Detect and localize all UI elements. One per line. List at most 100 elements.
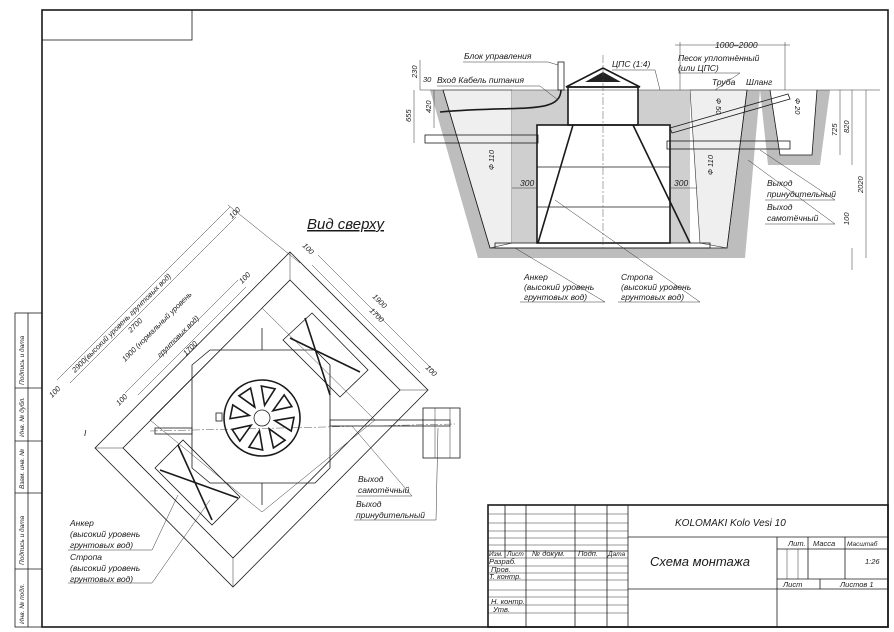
sheets-label: Листов 1	[839, 580, 874, 589]
role-label: Разраб.	[489, 557, 516, 566]
tank-body	[536, 124, 671, 244]
label-strap: (высокий уровень	[70, 563, 140, 573]
role-label: Т. контр.	[489, 572, 521, 581]
control-unit	[557, 61, 565, 91]
strap-right	[632, 124, 691, 244]
side-label: Инв. № дубл.	[18, 397, 26, 437]
side-label: Подпись и дата	[18, 335, 26, 385]
anchor-box-bottom	[154, 439, 241, 526]
col-header: Лист	[506, 551, 524, 558]
lid-rib	[247, 428, 264, 452]
col-header: Дата	[607, 551, 626, 558]
dim: 230	[410, 65, 419, 79]
label-anchor: Анкер	[523, 272, 548, 282]
label-control-unit: Блок управления	[464, 51, 532, 61]
label-strap: грунтовых вод)	[70, 574, 133, 584]
label-sand: Песок уплотнённый	[678, 53, 760, 63]
title-block: KOLOMAKI Kolo Vesi 10 Схема монтажа Изм.…	[487, 504, 889, 628]
label-sand: (или ЦПС)	[678, 63, 719, 73]
scale-label: Масштаб	[847, 540, 878, 548]
sheet-label: Лист	[782, 580, 802, 589]
outlet-pipe-top	[329, 419, 451, 427]
product-name: KOLOMAKI Kolo Vesi 10	[675, 518, 786, 529]
dim: 100	[424, 363, 440, 379]
top-view: Вид сверху I 2900(высокий уровень гру	[47, 205, 461, 588]
drawing-name: Схема монтажа	[650, 554, 750, 569]
label-out-gravity: Выход	[358, 474, 384, 484]
dim: 100	[842, 212, 851, 225]
dim: Ф 50	[714, 98, 723, 115]
scale-value: 1:26	[865, 557, 880, 566]
label-anchor: грунтовых вод)	[70, 540, 133, 550]
dim: 100	[47, 384, 63, 400]
side-label: Подпись и дата	[18, 515, 26, 565]
label-strap: грунтовых вод)	[621, 292, 684, 302]
role-label: Утв.	[492, 605, 510, 614]
dim-range: 1000–2000	[715, 40, 758, 50]
section-view: Блок управления ЦПС (1:4) Вход Кабель пи…	[404, 40, 880, 303]
lid-rib	[260, 384, 277, 408]
lid-rib	[230, 423, 254, 443]
lit-label: Лит.	[787, 539, 806, 548]
strap-cross	[289, 317, 361, 396]
label-anchor: (высокий уровень	[524, 282, 594, 292]
inlet-pipe	[424, 134, 539, 144]
col-header: Подп.	[578, 549, 598, 558]
role-label: Пров.	[491, 565, 511, 574]
dim: 2020	[856, 175, 865, 194]
dim: Ф 110	[487, 149, 496, 170]
dim: Ф 110	[706, 154, 715, 175]
label-cable-inlet: Вход Кабель питания	[437, 75, 524, 85]
label-out-forced: принудительный	[767, 189, 836, 199]
tank-lid-top	[223, 379, 301, 457]
sand-right	[638, 90, 690, 243]
top-left-stamp	[41, 9, 193, 41]
section-mark: I	[84, 428, 87, 438]
strap-left	[537, 124, 574, 244]
label-anchor: грунтовых вод)	[524, 292, 587, 302]
lid-rib	[267, 426, 287, 450]
lid-rib	[272, 416, 296, 433]
dim: 725	[830, 123, 839, 136]
label-out-forced: Выход	[356, 499, 382, 509]
side-label: Взам. инв. №	[19, 449, 26, 489]
dim: 100	[114, 392, 130, 408]
col-header: Изм.	[489, 551, 503, 558]
dim: Ф 20	[793, 98, 802, 115]
dim: 420	[424, 100, 433, 113]
lid-latch	[215, 412, 223, 422]
dim: 300	[674, 178, 688, 188]
dim: 30	[423, 75, 432, 84]
view-title: Вид сверху	[307, 216, 385, 233]
label-out-gravity: самотёчный	[358, 485, 410, 495]
lid-rib	[237, 386, 257, 410]
lid-ribs	[228, 384, 296, 452]
dim: 100	[227, 205, 243, 221]
dim: 1700	[181, 339, 200, 358]
side-label: Инв. № подл.	[18, 583, 26, 624]
lid-rib	[270, 393, 294, 413]
label-out-forced: принудительный	[356, 510, 425, 520]
outlet-pit	[422, 407, 461, 459]
label-anchor: (высокий уровень	[70, 529, 140, 539]
label-cps: ЦПС (1:4)	[612, 59, 650, 69]
lid-rib	[228, 403, 252, 420]
mass-label: Масса	[813, 539, 835, 548]
col-header: № докум.	[532, 549, 565, 558]
label-out-gravity: Выход	[767, 202, 793, 212]
dim: 100	[301, 241, 317, 257]
dim: 300	[520, 178, 534, 188]
tank-neck	[567, 86, 639, 126]
hose	[669, 93, 791, 134]
strap-cross	[159, 444, 239, 521]
label-out-gravity: самотёчный	[767, 213, 819, 223]
label-strap: Стропа	[621, 272, 653, 282]
label-anchor: Анкер	[69, 518, 94, 528]
label-strap: Стропа	[70, 552, 102, 562]
dim: 655	[404, 109, 413, 122]
base-plate-top	[191, 349, 331, 484]
label-pipe: Труба	[712, 77, 736, 87]
trench-hatch	[760, 90, 830, 165]
label-hose: Шланг	[746, 77, 772, 87]
